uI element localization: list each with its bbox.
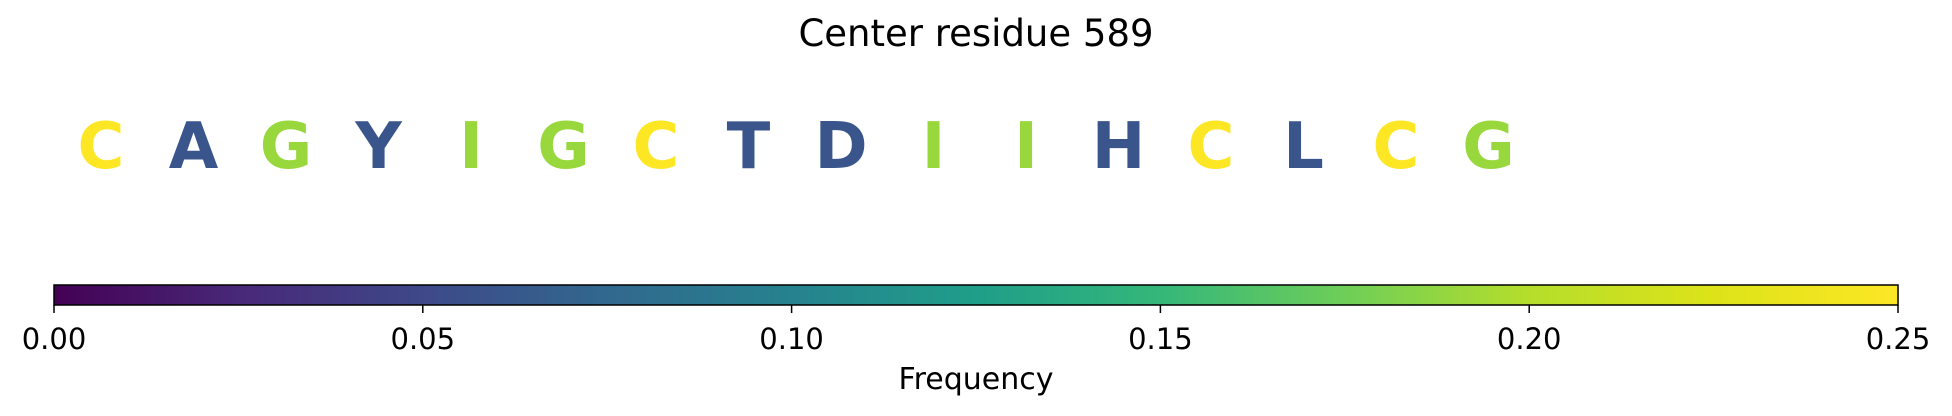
residue-letter: T bbox=[727, 110, 771, 184]
residue-letter: H bbox=[1092, 110, 1146, 184]
residue-letter: I bbox=[922, 110, 946, 184]
residue-letter: A bbox=[169, 110, 219, 184]
colorbar-gradient bbox=[53, 284, 1899, 306]
colorbar-tick-label: 0.00 bbox=[22, 322, 87, 356]
residue-letter: L bbox=[1283, 110, 1324, 184]
residue-letter: C bbox=[633, 110, 680, 184]
residue-letter: C bbox=[78, 110, 125, 184]
colorbar-label: Frequency bbox=[898, 362, 1054, 397]
residue-letter: C bbox=[1188, 110, 1235, 184]
residue-letter: G bbox=[1462, 110, 1515, 184]
residue-letter: C bbox=[1373, 110, 1420, 184]
residue-letter: D bbox=[814, 110, 867, 184]
colorbar-tick-label: 0.15 bbox=[1128, 322, 1193, 356]
colorbar-tick-label: 0.05 bbox=[391, 322, 456, 356]
colorbar-tick-label: 0.25 bbox=[1866, 322, 1931, 356]
residue-letter: I bbox=[1014, 110, 1038, 184]
residue-letter: G bbox=[260, 110, 313, 184]
colorbar-tick-label: 0.20 bbox=[1497, 322, 1562, 356]
residue-letter: I bbox=[459, 110, 483, 184]
colorbar-tick-label: 0.10 bbox=[759, 322, 824, 356]
residue-letter: Y bbox=[354, 110, 402, 184]
residue-letter: G bbox=[537, 110, 590, 184]
chart-title: Center residue 589 bbox=[798, 12, 1154, 55]
